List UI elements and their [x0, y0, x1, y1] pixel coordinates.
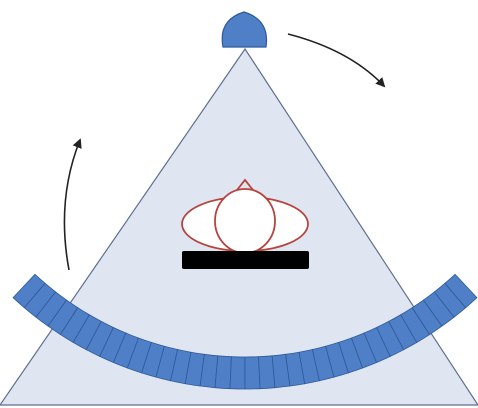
detector-segment [245, 357, 260, 389]
detector-segment [230, 357, 245, 389]
detector-segment [215, 356, 231, 389]
patient-table-icon [182, 251, 309, 269]
x-ray-source-icon [222, 12, 266, 47]
patient-head-outline [215, 189, 275, 253]
rotation-arrow-icon [288, 34, 384, 86]
rotation-arrow-icon [64, 140, 80, 270]
